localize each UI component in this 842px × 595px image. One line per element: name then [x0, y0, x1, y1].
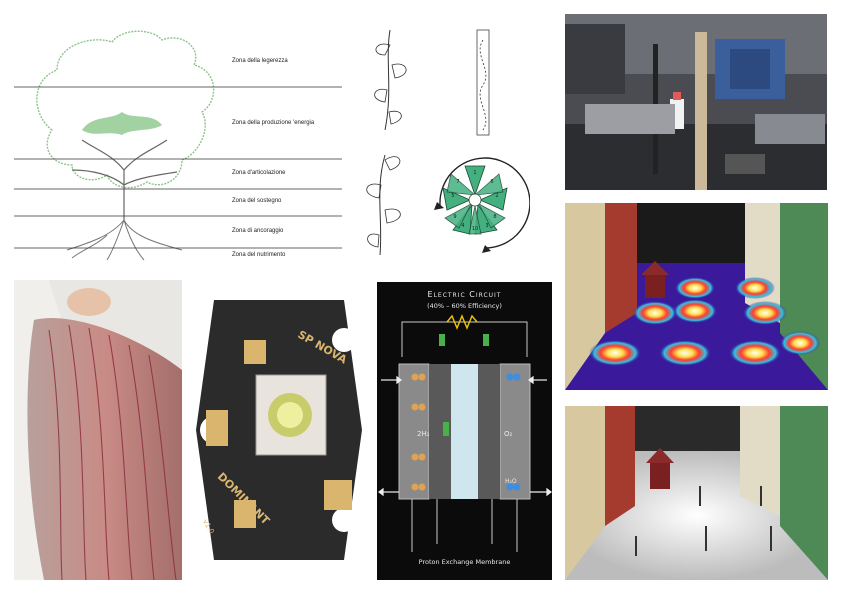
- plant-sketch-drawing: [366, 29, 530, 256]
- fuel-cell-title: Electric Circuit: [427, 290, 502, 299]
- fuel-cell-drawing: [378, 314, 552, 552]
- flower-number: 7: [456, 179, 459, 185]
- fuel-cell-membrane-label: Proton Exchange Membrane: [418, 558, 511, 566]
- zone-label-articulation: Zona d'articolazione: [232, 170, 286, 176]
- fuel-cell-h2o-label: H₂O: [505, 478, 517, 485]
- fuel-cell-efficiency: (40% – 60% Efficiency): [427, 302, 502, 310]
- workshop-scene: [565, 14, 827, 190]
- solar-film-scene: [14, 280, 182, 580]
- zone-label-lightness: Zona della legerezza: [232, 58, 288, 64]
- fuel-cell-h2-label: 2H₂: [417, 430, 430, 438]
- plaza-scene: [565, 406, 828, 580]
- flower-number: 10: [472, 226, 478, 232]
- zone-label-anchoring: Zona di ancoraggio: [232, 228, 284, 234]
- light-heatmap-render: [565, 203, 828, 390]
- tree-zones-diagram: Zona della legerezza Zona della produzio…: [12, 20, 342, 265]
- flower-number: 8: [493, 214, 496, 220]
- led-board: [196, 300, 362, 560]
- fuel-cell-diagram: Electric Circuit (40% – 60% Efficiency) …: [377, 282, 552, 580]
- tree-illustration: [14, 30, 342, 261]
- flower-diagram: 1 2 3 4 5 6 7 8 9 10: [442, 165, 508, 235]
- plaza-lighting-render: [565, 406, 828, 580]
- flower-number: 5: [451, 193, 454, 199]
- zone-label-nutrition: Zona del nutrimento: [232, 252, 286, 258]
- flower-number: 3: [485, 223, 488, 229]
- zone-label-support: Zona del sostegno: [232, 198, 282, 204]
- heatmap-scene: [565, 203, 828, 390]
- led-module-photo: SP NOVA DOMINANT v1.0: [194, 280, 364, 580]
- fuel-cell-o2-label: O₂: [504, 430, 513, 438]
- flexible-solar-film-photo: [14, 280, 182, 580]
- flower-number: 6: [490, 179, 493, 185]
- plant-sketches: 1 2 3 4 5 6 7 8 9 10: [345, 20, 530, 260]
- flower-number: 2: [495, 193, 498, 199]
- flower-number: 4: [461, 223, 464, 229]
- flower-number: 9: [453, 214, 456, 220]
- flower-number: 1: [473, 170, 476, 176]
- workshop-photo: [565, 14, 827, 190]
- zone-label-energy: Zona della produzione 'energia: [232, 120, 315, 126]
